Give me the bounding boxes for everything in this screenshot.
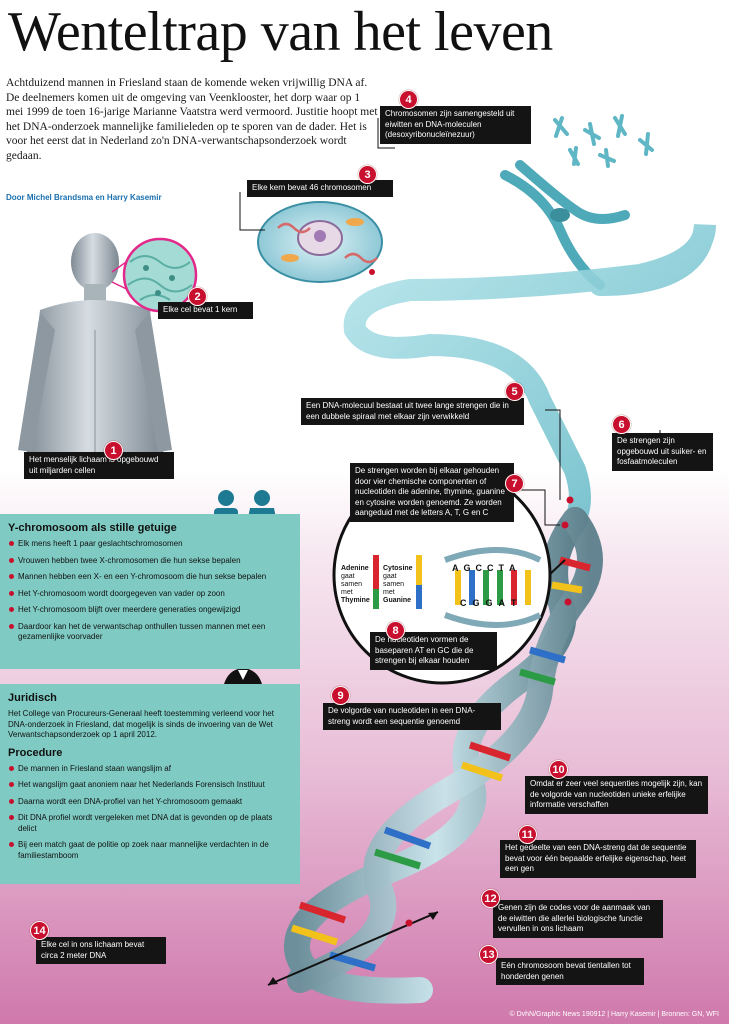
base-letter: G (472, 598, 480, 608)
adenine-name: Adenine (341, 565, 369, 572)
callout-1: Het menselijk lichaam is opgebouwd uit m… (24, 452, 174, 479)
legal-text: Het College van Procureurs-Generaal heef… (8, 709, 274, 739)
base-letter: T (498, 563, 505, 573)
base-letter: A (498, 598, 506, 608)
procedure-heading: Procedure (8, 746, 63, 759)
list-item: Het Y-chromosoom blijft over meerdere ge… (8, 605, 292, 616)
base-letter: G (485, 598, 493, 608)
list-item: Het Y-chromosoom wordt doorgegeven van v… (8, 589, 292, 600)
callout-8-text: De nucleotiden vormen de baseparen AT en… (375, 635, 474, 665)
base-letter: A (452, 563, 459, 573)
top-strand-letters: A G C C T A (452, 563, 542, 573)
callout-3-badge: 3 (358, 165, 377, 184)
callout-4-badge: 4 (399, 90, 418, 109)
callout-6-badge: 6 (612, 415, 631, 434)
adenine-pairs-with: gaat samen met (341, 573, 363, 596)
callout-9-badge: 9 (331, 686, 350, 705)
list-item: Het wangslijm gaat anoniem naar het Nede… (8, 780, 292, 791)
thymine-name: Thymine (341, 597, 370, 604)
legal-heading: Juridisch (8, 692, 57, 704)
list-item: Daarna wordt een DNA-profiel van het Y-c… (8, 797, 292, 808)
callout-14-badge: 14 (30, 921, 49, 940)
human-body-illustration (18, 233, 172, 470)
byline: Door Michel Brandsma en Harry Kasemir (6, 193, 162, 202)
callout-12-text: Genen zijn de codes voor de aanmaak van … (498, 903, 651, 933)
intro-paragraph: Achtduizend mannen in Friesland staan de… (6, 77, 378, 162)
list-item: De mannen in Friesland staan wangslijm a… (8, 764, 292, 775)
dna-helix-illustration (284, 507, 603, 1004)
dna-fiber-illustration (343, 223, 716, 531)
legal-panel: Juridisch Het College van Procureurs-Gen… (0, 684, 300, 884)
callout-11: Het gedeelte van een DNA-streng dat de s… (500, 840, 696, 878)
bottom-strand-letters: C G G A T (460, 598, 540, 608)
cell-zoom-illustration (111, 237, 198, 313)
callout-4-text: Chromosomen zijn samengesteld uit eiwitt… (385, 109, 515, 139)
callout-9: De volgorde van nucleotiden in een DNA-s… (323, 703, 501, 730)
callout-10: Omdat er zeer veel sequenties mogelijk z… (525, 776, 708, 814)
base-letter: C (460, 598, 467, 608)
page-title: Wenteltrap van het leven (8, 1, 553, 63)
guanine-name: Guanine (383, 597, 412, 604)
callout-3: Elke kern bevat 46 chromosomen (247, 180, 393, 197)
callout-11-badge: 11 (518, 825, 537, 844)
cell-illustration (257, 201, 383, 283)
base-letter: G (463, 563, 471, 573)
callout-12-badge: 12 (481, 889, 500, 908)
list-item: Dit DNA profiel wordt vergeleken met DNA… (8, 813, 292, 834)
base-letter: T (511, 598, 517, 608)
adenine-label: Adenine gaat samen met Thymine (341, 565, 377, 605)
list-item: Elk mens heeft 1 paar geslachtschromosom… (8, 539, 292, 550)
list-item: Mannen hebben een X- en een Y-chromosoom… (8, 572, 292, 583)
list-item: Vrouwen hebben twee X-chromosomen die hu… (8, 556, 292, 567)
cytosine-label: Cytosine gaat samen met Guanine (383, 565, 419, 605)
callout-5: Een DNA-molecuul bestaat uit twee lange … (301, 398, 524, 425)
callout-2-badge: 2 (188, 287, 207, 306)
callout-10-text: Omdat er zeer veel sequenties mogelijk z… (530, 779, 703, 809)
callout-6: De strengen zijn opgebouwd uit suiker- e… (612, 433, 713, 471)
callout-14: Elke cel in ons lichaam bevat circa 2 me… (36, 937, 166, 964)
base-letter: C (475, 563, 483, 573)
callout-11-text: Het gedeelte van een DNA-streng dat de s… (505, 843, 687, 873)
cytosine-name: Cytosine (383, 565, 413, 572)
callout-13-badge: 13 (479, 945, 498, 964)
cytosine-pairs-with: gaat samen met (383, 573, 405, 596)
callout-6-text: De strengen zijn opgebouwd uit suiker- e… (617, 436, 707, 466)
y-chromosome-panel: Y-chromosoom als stille getuige Elk mens… (0, 514, 300, 669)
callout-7-text: De strengen worden bij elkaar gehouden d… (355, 466, 505, 517)
callout-3-text: Elke kern bevat 46 chromosomen (252, 183, 372, 192)
chromosomes-illustration (500, 114, 654, 290)
base-letter: C (487, 563, 494, 573)
callout-1-text: Het menselijk lichaam is opgebouwd uit m… (29, 455, 159, 475)
list-item: Daardoor kan het de verwantschap onthull… (8, 622, 292, 643)
callout-4: Chromosomen zijn samengesteld uit eiwitt… (380, 106, 531, 144)
double-arrow-icon (267, 911, 439, 986)
callout-7-badge: 7 (505, 474, 524, 493)
callout-5-badge: 5 (505, 382, 524, 401)
callout-8-badge: 8 (386, 621, 405, 640)
callout-10-badge: 10 (549, 760, 568, 779)
callout-2-text: Elke cel bevat 1 kern (163, 305, 238, 314)
source-credit: © DvhN/Graphic News 190912 | Harry Kasem… (509, 1011, 719, 1018)
callout-9-text: De volgorde van nucleotiden in een DNA-s… (328, 706, 476, 726)
base-letter: A (509, 563, 516, 573)
callout-7: De strengen worden bij elkaar gehouden d… (350, 463, 514, 522)
callout-12: Genen zijn de codes voor de aanmaak van … (493, 900, 663, 938)
list-item: Bij een match gaat de politie op zoek na… (8, 840, 292, 861)
procedure-list: De mannen in Friesland staan wangslijm a… (8, 764, 292, 862)
callout-14-text: Elke cel in ons lichaam bevat circa 2 me… (41, 940, 145, 960)
callout-2: Elke cel bevat 1 kern (158, 302, 253, 319)
callout-1-badge: 1 (104, 441, 123, 460)
callout-13: Eén chromosoom bevat tientallen tot hond… (496, 958, 644, 985)
y-chromosome-list: Elk mens heeft 1 paar geslachtschromosom… (8, 539, 292, 643)
y-chromosome-heading: Y-chromosoom als stille getuige (8, 522, 177, 534)
callout-5-text: Een DNA-molecuul bestaat uit twee lange … (306, 401, 509, 421)
callout-13-text: Eén chromosoom bevat tientallen tot hond… (501, 961, 631, 981)
